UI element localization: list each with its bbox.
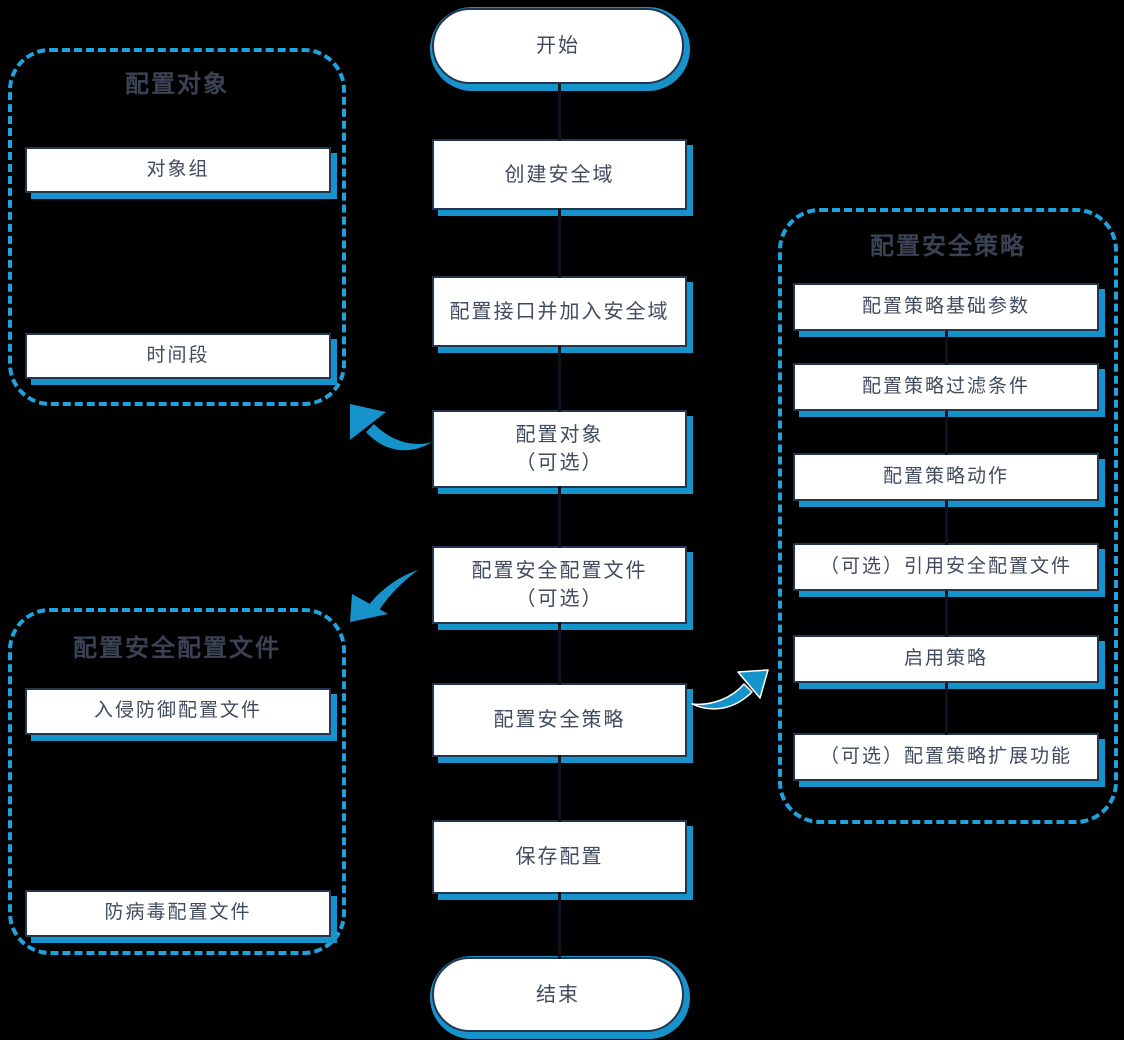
node-config-security-profile-optional: 配置安全配置文件 （可选）: [432, 546, 687, 624]
node-label: 对象组: [146, 158, 210, 180]
node-label: 保存配置: [515, 846, 604, 868]
node-start: 开始: [432, 8, 684, 84]
group-profiles-title: 配置安全配置文件: [73, 636, 281, 662]
node-config-interface-join-zone: 配置接口并加入安全域: [432, 276, 687, 347]
group-policy-title: 配置安全策略: [870, 234, 1026, 260]
node-label: 配置策略动作: [882, 465, 1009, 487]
node-label: 配置安全策略: [493, 709, 626, 731]
group-objects-title: 配置对象: [125, 72, 229, 98]
node-label: 配置策略基础参数: [861, 295, 1030, 317]
connector-line: [945, 411, 948, 455]
node-label: 配置接口并加入安全域: [449, 300, 670, 323]
group-policy: [778, 208, 1118, 824]
curved-arrow-down-left-icon: [350, 570, 418, 622]
connector-line: [558, 892, 561, 959]
node-label: 开始: [536, 35, 580, 57]
node-policy-basic-params: 配置策略基础参数: [793, 283, 1099, 331]
node-label: 配置策略过滤条件: [861, 375, 1030, 397]
node-end: 结束: [432, 957, 684, 1032]
connector-line: [558, 755, 561, 822]
node-label: （可选）配置策略扩展功能: [819, 745, 1072, 767]
connector-line: [945, 331, 948, 365]
connector-line: [945, 591, 948, 637]
node-label: 配置安全配置文件: [471, 560, 648, 582]
node-sublabel: （可选）: [515, 452, 604, 474]
group-objects: [8, 48, 346, 406]
node-object-group: 对象组: [25, 147, 331, 193]
node-policy-filter: 配置策略过滤条件: [793, 363, 1099, 411]
connector-line: [558, 209, 561, 278]
node-ips-profile: 入侵防御配置文件: [25, 688, 331, 735]
connector-line: [558, 622, 561, 685]
node-policy-action: 配置策略动作: [793, 453, 1099, 501]
group-profiles: [8, 608, 346, 955]
curved-arrow-up-left-icon: [350, 404, 432, 451]
node-label: 防病毒配置文件: [104, 902, 252, 924]
node-antivirus-profile: 防病毒配置文件: [25, 890, 331, 937]
node-save-config: 保存配置: [432, 820, 687, 894]
connector-line: [558, 346, 561, 412]
node-create-security-zone: 创建安全域: [432, 139, 687, 210]
node-label: 时间段: [146, 344, 210, 366]
node-policy-ref-profile: （可选）引用安全配置文件: [793, 543, 1099, 591]
node-label: 入侵防御配置文件: [93, 700, 262, 722]
node-policy-extension: （可选）配置策略扩展功能: [793, 733, 1099, 781]
node-label: 启用策略: [903, 647, 988, 669]
node-label: 配置对象: [515, 424, 604, 446]
connector-line: [558, 84, 561, 141]
node-label: （可选）引用安全配置文件: [819, 555, 1072, 577]
node-time-range: 时间段: [25, 333, 331, 379]
connector-line: [945, 683, 948, 735]
node-sublabel: （可选）: [515, 588, 604, 610]
node-config-security-policy: 配置安全策略: [432, 683, 687, 757]
node-policy-enable: 启用策略: [793, 635, 1099, 683]
connector-line: [945, 501, 948, 545]
node-label: 结束: [536, 983, 580, 1006]
curved-arrow-up-right-icon: [691, 669, 769, 710]
node-label: 创建安全域: [504, 163, 615, 186]
node-config-object-optional: 配置对象 （可选）: [432, 410, 687, 488]
connector-line: [558, 486, 561, 548]
